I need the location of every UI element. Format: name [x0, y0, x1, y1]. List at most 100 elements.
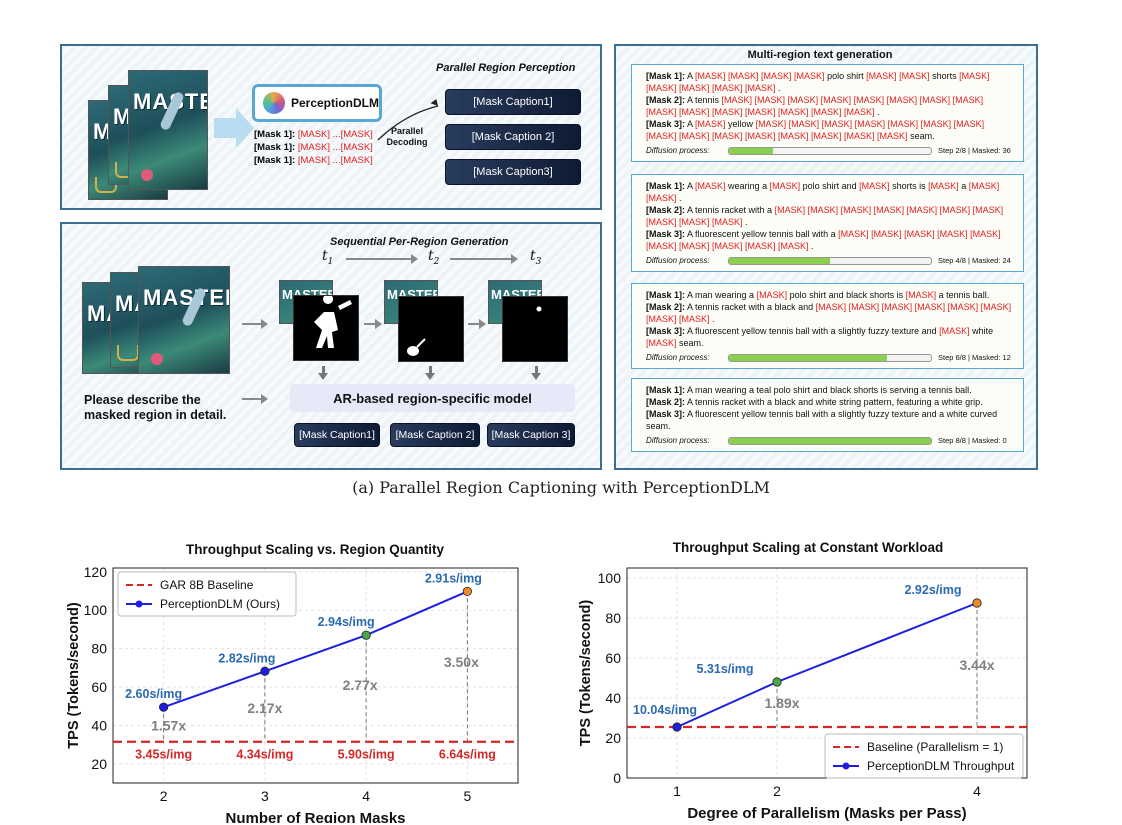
caption-line: [Mask 2]: A tennis racket with a black a… [646, 396, 1013, 408]
parallel-caption-1: [Mask Caption1] [445, 89, 581, 115]
diffusion-label: Diffusion process: [646, 256, 710, 265]
x-axis-label: Degree of Parallelism (Masks per Pass) [687, 805, 966, 822]
tennis-frame: MASTERS [138, 266, 230, 374]
prompt-text: Please describe the masked region in det… [84, 393, 227, 422]
mask-label: [Mask 1]: [646, 290, 686, 300]
caption-line: [Mask 1]: A [MASK] wearing a [MASK] polo… [646, 180, 1013, 204]
generation-card: [Mask 1]: A man wearing a teal polo shir… [631, 378, 1024, 452]
caption-text: wearing a [725, 181, 770, 191]
chart-2-title: Throughput Scaling at Constant Workload [672, 540, 944, 555]
tennis-frame: MASTERS [128, 70, 208, 190]
baseline-time-label: 5.90s/img [338, 748, 395, 762]
mask-line: [Mask 1]: [MASK] ...[MASK] [254, 155, 373, 166]
chart-1-title: Throughput Scaling vs. Region Quantity [185, 542, 444, 557]
speedup-label: 3.44x [959, 657, 994, 673]
time-arrow [450, 254, 518, 264]
diffusion-progress-fill [729, 355, 887, 361]
caption-line: [Mask 1]: A man wearing a teal polo shir… [646, 384, 1013, 396]
ball-mask-silhouette [536, 306, 542, 312]
y-tick-label: 60 [605, 650, 621, 666]
caption-text: shorts [929, 71, 960, 81]
y-axis-label: TPS (Tokens/second) [578, 600, 594, 747]
diffusion-status: Step 2/8 | Masked: 36 [938, 146, 1011, 155]
caption-text: A tennis racket with a [685, 205, 775, 215]
caption-text: A fluorescent yellow tennis ball with a … [685, 326, 940, 336]
sequential-caption-3: [Mask Caption 3] [487, 423, 575, 447]
sequential-title: Sequential Per-Region Generation [330, 236, 509, 248]
mask-token: [MASK] [MASK] [MASK] [MASK] [MASK] [646, 71, 990, 93]
mask-label: [Mask 2]: [646, 397, 686, 407]
down-arrow [425, 366, 435, 380]
mask-line: [Mask 1]: [MASK] ...[MASK] [254, 129, 373, 140]
caption-line: [Mask 3]: A [MASK] yellow [MASK] [MASK] … [646, 118, 1013, 142]
decoding-arrow [377, 98, 439, 141]
mask-token: [MASK] [695, 181, 726, 191]
caption-text: A tennis [685, 95, 722, 105]
caption-text: . [676, 193, 682, 203]
x-tick-label: 3 [261, 788, 269, 804]
caption-line: [Mask 2]: A tennis racket with a black a… [646, 301, 1013, 325]
x-tick-label: 4 [973, 783, 981, 799]
time-arrow [346, 254, 418, 264]
mask-token: [MASK] [MASK] [MASK] [MASK] [MASK] [MASK… [646, 119, 985, 141]
racket-mask-silhouette [407, 338, 426, 356]
y-tick-label: 40 [91, 717, 107, 733]
y-tick-label: 80 [605, 610, 621, 626]
mask-label: [Mask 3]: [646, 409, 686, 419]
mask-token: [MASK] [756, 290, 788, 300]
caption-text: a tennis ball. [936, 290, 990, 300]
perceptiondlm-logo-icon [263, 92, 285, 114]
diffusion-status: Step 8/8 | Masked: 0 [938, 436, 1007, 445]
caption-text: polo shirt [824, 71, 867, 81]
mask-line: [Mask 1]: [MASK] ...[MASK] [254, 142, 373, 153]
data-point [361, 630, 371, 640]
diffusion-row: Diffusion process: Step 8/8 | Masked: 0 [646, 435, 1013, 447]
legend-label: PerceptionDLM (Ours) [160, 597, 280, 611]
caption-text: seam. [676, 338, 704, 348]
time-per-image-label: 10.04s/img [633, 703, 697, 717]
time-per-image-label: 2.92s/img [905, 583, 962, 597]
caption-text: A [685, 119, 696, 129]
time-per-image-label: 2.82s/img [218, 651, 275, 665]
mask-label: [Mask 2]: [646, 205, 686, 215]
data-point [972, 598, 982, 608]
caption-line: [Mask 1]: A [MASK] [MASK] [MASK] [MASK] … [646, 70, 1013, 94]
mask-token-lines: [Mask 1]: [MASK] ...[MASK] [Mask 1]: [MA… [254, 128, 373, 167]
caption-text: yellow [725, 119, 756, 129]
legend [117, 571, 297, 617]
step-arrow [468, 319, 486, 329]
mask-token: [MASK] [769, 181, 801, 191]
caption-text: white [969, 326, 994, 336]
y-tick-label: 20 [605, 730, 621, 746]
y-tick-label: 20 [91, 756, 107, 772]
parallel-caption-3: [Mask Caption3] [445, 159, 581, 185]
diffusion-progress-bar [728, 354, 932, 362]
diffusion-label: Diffusion process: [646, 436, 710, 445]
person-mask-silhouette [314, 294, 352, 348]
data-point [462, 586, 472, 597]
x-tick-label: 4 [362, 788, 370, 804]
multiregion-title: Multi-region text generation [747, 49, 893, 61]
x-tick-label: 1 [673, 783, 681, 799]
y-tick-label: 60 [91, 679, 107, 695]
caption-text: A fluorescent yellow tennis ball with a … [646, 409, 998, 431]
caption-text: . [775, 83, 781, 93]
y-tick-label: 120 [84, 564, 108, 580]
down-arrow [318, 366, 328, 380]
y-axis-label: TPS (Tokens/second) [66, 602, 82, 749]
parallel-decoding-label: Parallel Decoding [386, 126, 428, 147]
generation-card: [Mask 1]: A [MASK] [MASK] [MASK] [MASK] … [631, 64, 1024, 162]
mask-frame-3 [502, 296, 568, 362]
legend-marker [135, 600, 143, 608]
mask-label: [Mask 1]: [646, 181, 686, 191]
mask-token: [MASK] [MASK] [MASK] [MASK] [MASK] [MASK… [646, 205, 1004, 227]
baseline-time-label: 3.45s/img [135, 748, 192, 762]
caption-text: . [874, 107, 880, 117]
mask-token: [MASK] [MASK] [866, 71, 930, 81]
mask-token: [MASK] [MASK] [MASK] [MASK] [695, 71, 825, 81]
diffusion-row: Diffusion process:Step 6/8 | Masked: 12 [646, 352, 1013, 364]
x-tick-label: 2 [773, 783, 781, 799]
mask-label: [Mask 1]: [646, 385, 686, 395]
speedup-label: 3.50x [444, 654, 479, 670]
